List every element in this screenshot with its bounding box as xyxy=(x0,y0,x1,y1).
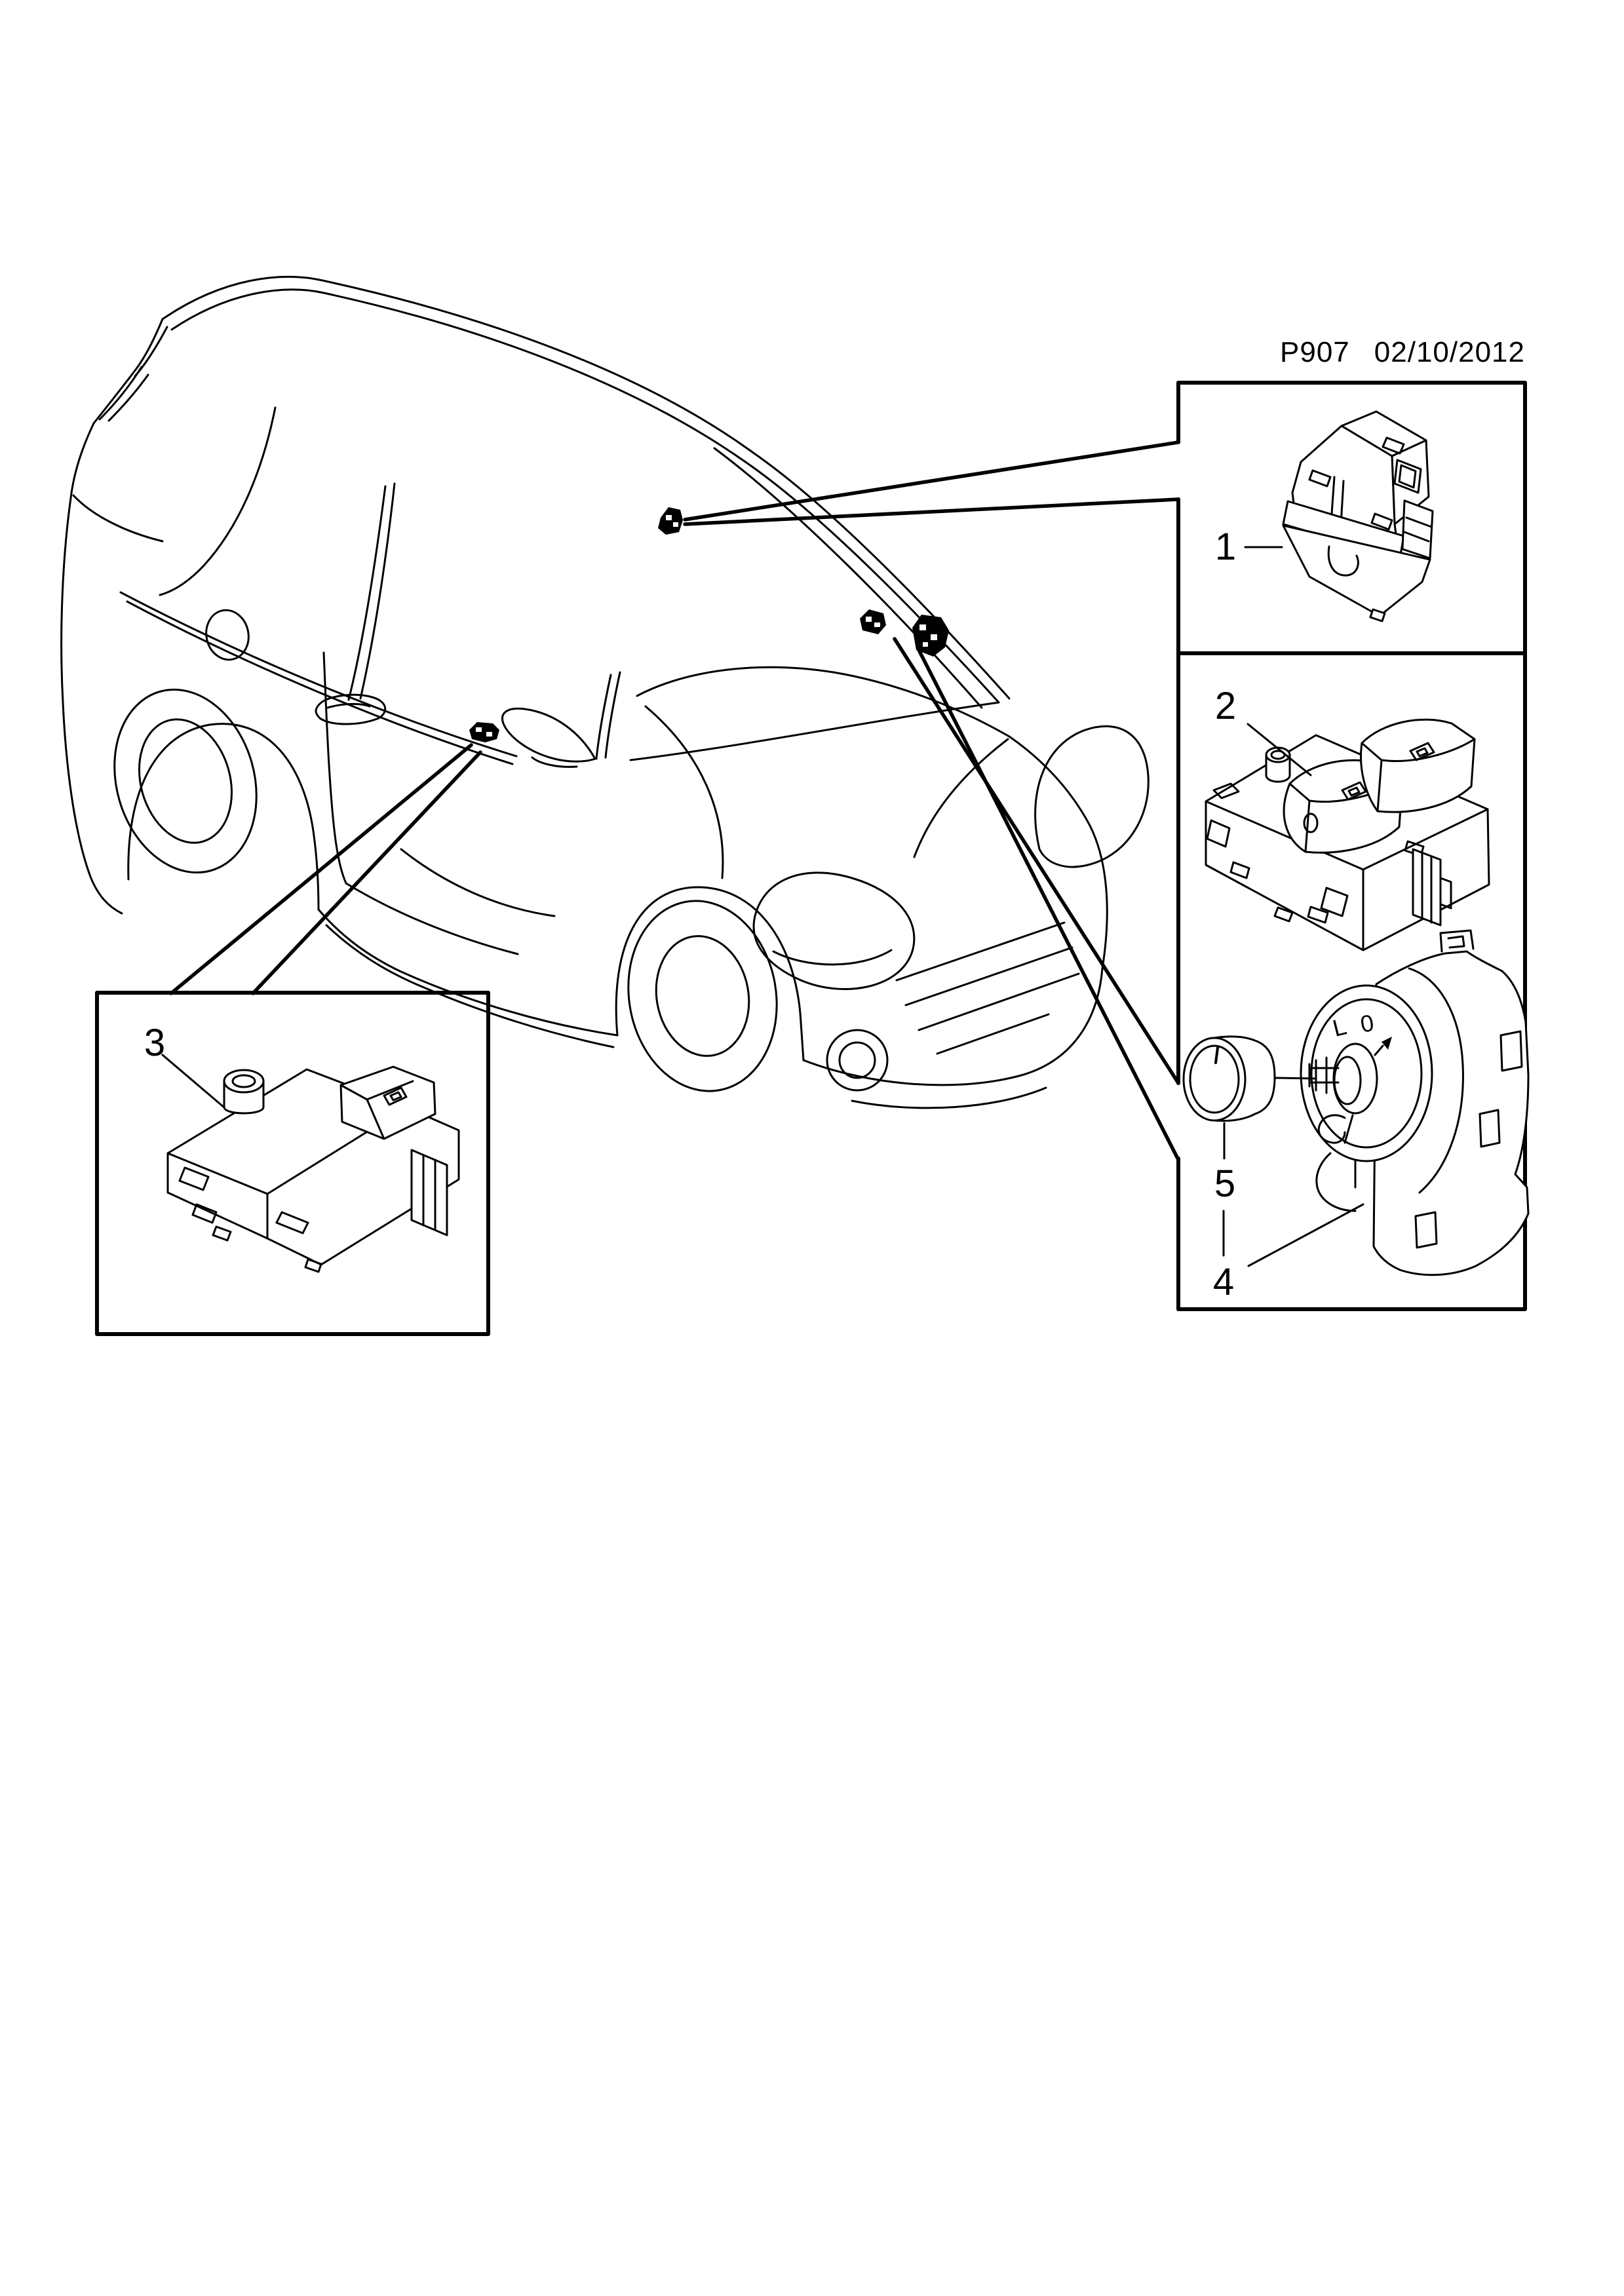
callout-label-4: 4 xyxy=(1212,1261,1235,1303)
roof-connector-icon xyxy=(658,507,683,535)
location-leader-lines xyxy=(169,440,1180,1160)
part-3-window-switch-drawing xyxy=(166,1065,460,1273)
knob-to-switch-leader xyxy=(1274,1077,1317,1080)
callout-label-5: 5 xyxy=(1214,1162,1236,1205)
detail-box-1 xyxy=(1176,381,1527,655)
part-4-mirror-adjuster-drawing: L 0 xyxy=(1300,929,1530,1276)
callout-2-leader xyxy=(1247,723,1312,776)
connector-icons xyxy=(469,507,949,742)
detail-box-3 xyxy=(95,991,490,1336)
drawing-code: P907 xyxy=(1280,336,1350,368)
leader-roof-to-box1-a xyxy=(683,440,1180,522)
leader-windshield-to-box2-b xyxy=(917,648,1180,1160)
callout-label-2: 2 xyxy=(1214,685,1237,727)
dial-arrow-icon xyxy=(1382,1037,1392,1050)
detail-box-2 xyxy=(1176,651,1527,1311)
callout-3-leader xyxy=(161,1054,225,1109)
part-2-window-switch-pair-drawing xyxy=(1205,718,1490,951)
callout-4-leader xyxy=(1247,1203,1364,1267)
part-1-window-switch-drawing xyxy=(1282,410,1434,622)
leader-mirror-to-box3-b xyxy=(251,750,482,995)
callout-label-1: 1 xyxy=(1214,526,1237,568)
callout-leader-lines xyxy=(161,546,1364,1267)
part-5-knob-drawing xyxy=(1182,1035,1276,1122)
windshield-connector-left-icon xyxy=(860,609,886,634)
leader-mirror-to-box3-a xyxy=(169,743,473,995)
leader-roof-to-box1-b xyxy=(683,497,1180,526)
drawing-date: 02/10/2012 xyxy=(1374,336,1525,368)
leader-windshield-to-box2-a xyxy=(893,637,1180,1085)
car-illustration xyxy=(60,275,1150,1109)
mirror-connector-icon xyxy=(469,722,499,742)
detail-boxes xyxy=(95,381,1527,1336)
callout-label-3: 3 xyxy=(144,1022,166,1064)
